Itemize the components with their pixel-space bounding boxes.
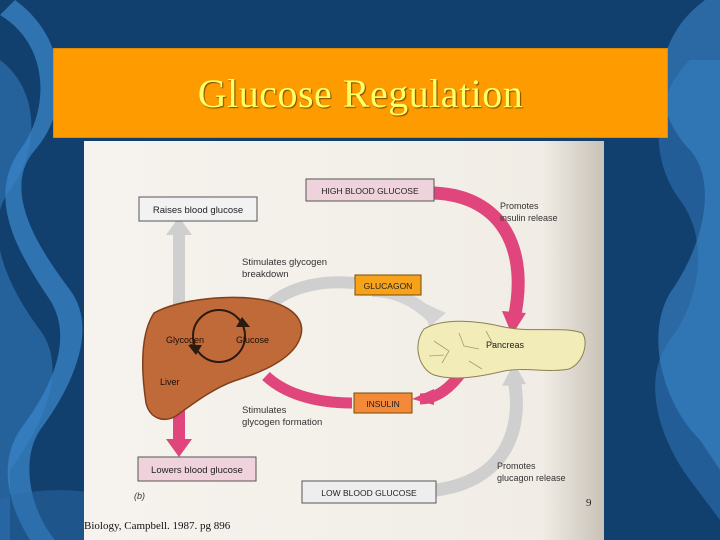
glycogen-cycle-ring xyxy=(192,309,246,363)
promotes-insulin-line2: insulin release xyxy=(500,213,558,223)
insulin-to-liver-arrow xyxy=(262,371,353,409)
pancreas-label: Pancreas xyxy=(486,340,525,350)
low-glucose-to-pancreas-arrow xyxy=(435,377,523,497)
insulin-label: INSULIN xyxy=(366,399,400,409)
low-blood-glucose-box xyxy=(301,480,437,504)
glucose-regulation-figure: HIGH BLOOD GLUCOSE LOW BLOOD GLUCOSE Rai… xyxy=(84,141,604,540)
lowers-blood-glucose-box xyxy=(137,456,257,482)
high-blood-glucose-box xyxy=(305,178,435,202)
insulin-arrowhead xyxy=(412,389,434,405)
high-blood-glucose-label: HIGH BLOOD GLUCOSE xyxy=(321,186,419,196)
low-glucose-arrowhead xyxy=(502,363,526,386)
citation: Biology, Campbell. 1987. pg 896 xyxy=(84,520,231,532)
promotes-insulin-line1: Promotes xyxy=(500,201,539,211)
liver-label: Liver xyxy=(160,377,180,387)
slide-number: 9 xyxy=(586,497,592,509)
stimulates-breakdown-line1: Stimulates glycogen xyxy=(242,257,327,268)
lowers-arrowhead xyxy=(166,439,192,457)
high-glucose-arrowhead xyxy=(502,311,526,335)
low-blood-glucose-label: LOW BLOOD GLUCOSE xyxy=(321,488,417,498)
promotes-glucagon-line2: glucagon release xyxy=(497,473,566,483)
stimulates-formation-line2: glycogen formation xyxy=(242,417,322,428)
promotes-glucagon-line1: Promotes xyxy=(497,461,536,471)
cycle-arrowhead-top xyxy=(236,317,250,327)
glucose-label: Glucose xyxy=(236,335,269,345)
raises-blood-glucose-label: Raises blood glucose xyxy=(153,205,243,216)
glucagon-box xyxy=(354,274,422,296)
raises-blood-glucose-box xyxy=(138,196,258,222)
glucagon-arrowhead xyxy=(424,303,446,327)
stimulates-breakdown-line2: breakdown xyxy=(242,269,288,280)
liver-shape xyxy=(142,296,303,420)
stimulates-formation-line1: Stimulates xyxy=(242,405,287,416)
glucagon-to-liver-arrow xyxy=(264,276,355,311)
cycle-arrowhead-bottom xyxy=(188,345,202,355)
panel-label: (b) xyxy=(134,491,145,501)
pancreas-texture xyxy=(428,330,495,370)
glucagon-label: GLUCAGON xyxy=(364,281,413,291)
raises-arrowhead xyxy=(166,217,192,235)
title-bar: Glucose Regulation xyxy=(53,48,668,138)
insulin-box xyxy=(353,392,413,414)
high-glucose-to-pancreas-arrow xyxy=(433,186,525,321)
lowers-blood-glucose-label: Lowers blood glucose xyxy=(151,465,243,476)
slide-title: Glucose Regulation xyxy=(197,70,524,116)
feedback-diagram: HIGH BLOOD GLUCOSE LOW BLOOD GLUCOSE Rai… xyxy=(84,141,604,540)
glycogen-label: Glycogen xyxy=(166,335,204,345)
